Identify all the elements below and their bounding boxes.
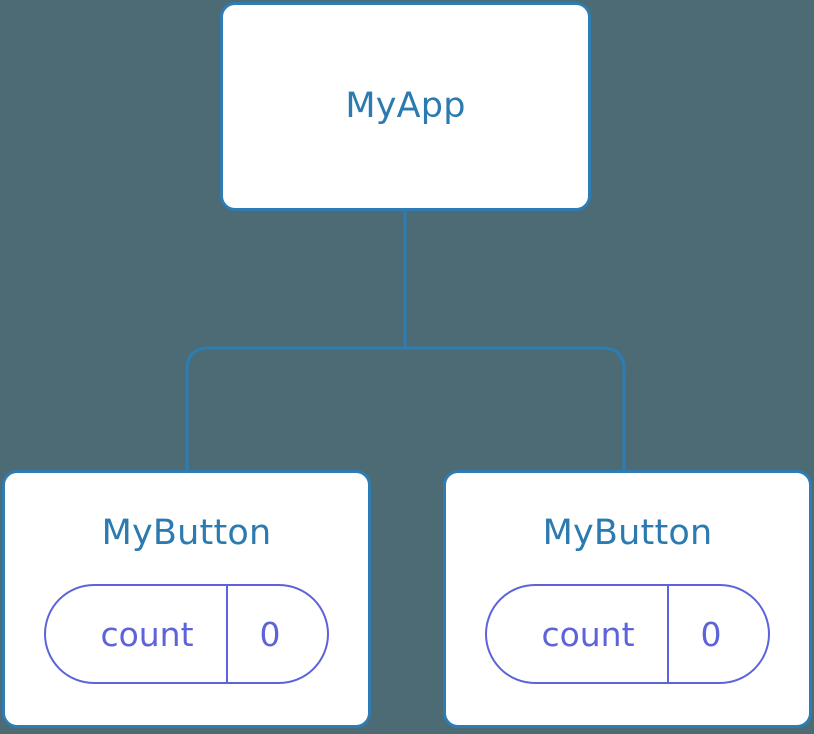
mybutton-component-label-2: MyButton — [542, 513, 713, 553]
mybutton-component-label-1: MyButton — [101, 513, 272, 553]
state-value-2: 0 — [700, 614, 722, 654]
state-pill-1[interactable]: count 0 — [44, 584, 329, 684]
state-pill-2[interactable]: count 0 — [485, 584, 770, 684]
edge-myapp-to-mybutton-2 — [405, 346, 626, 470]
mybutton-component-node-1[interactable]: MyButton count 0 — [2, 470, 371, 728]
mybutton-component-node-2[interactable]: MyButton count 0 — [443, 470, 812, 728]
state-key-1: count — [100, 614, 194, 654]
state-pill-divider-2 — [666, 586, 669, 682]
myapp-component-node[interactable]: MyApp — [220, 2, 591, 211]
state-value-1: 0 — [259, 614, 281, 654]
myapp-component-label: MyApp — [345, 86, 466, 126]
state-pill-divider-1 — [225, 586, 228, 682]
state-key-2: count — [541, 614, 635, 654]
edge-myapp-to-mybutton-1 — [185, 346, 405, 470]
